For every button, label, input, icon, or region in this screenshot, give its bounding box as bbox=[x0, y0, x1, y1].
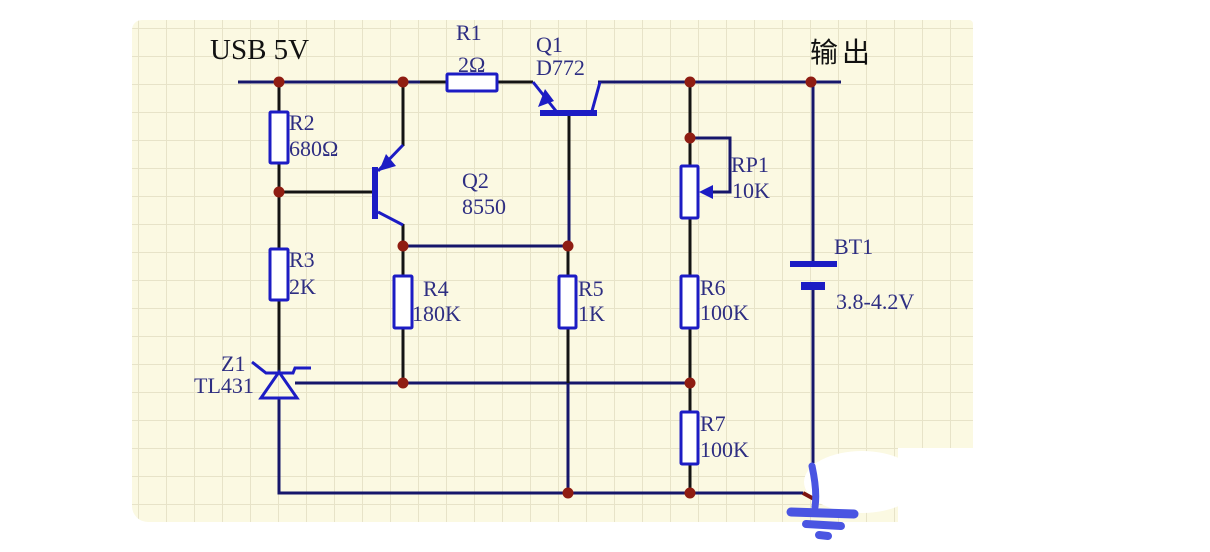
junction-dot bbox=[273, 76, 285, 88]
junction-dot bbox=[397, 377, 409, 389]
junction-dot bbox=[562, 240, 574, 252]
wire-rp1-wiper-loop bbox=[690, 136, 732, 194]
label-R1-value: 2Ω bbox=[458, 52, 486, 77]
junction-dot bbox=[805, 76, 817, 88]
ground-red-stub bbox=[802, 491, 815, 501]
label-R6-ref: R6 bbox=[700, 275, 726, 300]
white-patch bbox=[804, 448, 974, 523]
z1-triangle bbox=[258, 369, 300, 400]
label-R7-ref: R7 bbox=[700, 411, 726, 436]
wire-bottom-rail bbox=[277, 398, 803, 495]
resistor-R4-body bbox=[392, 274, 414, 330]
ground-dash bbox=[815, 531, 832, 540]
label-Q2-ref: Q2 bbox=[462, 168, 489, 193]
label-R4-ref: R4 bbox=[423, 276, 449, 301]
transistor-Q2-symbol bbox=[372, 143, 405, 227]
resistor-R3-body bbox=[268, 247, 290, 302]
junction-dot bbox=[684, 487, 696, 499]
resistor-R1-body bbox=[445, 72, 499, 93]
label-BT1-value: 3.8-4.2V bbox=[836, 289, 915, 314]
junction-dot bbox=[562, 487, 574, 499]
label-R5-value: 1K bbox=[578, 301, 605, 326]
label-Z1-ref: Z1 bbox=[221, 351, 246, 376]
label-R7-value: 100K bbox=[700, 437, 749, 462]
label-R2-value: 680Ω bbox=[289, 136, 339, 161]
ground-symbol bbox=[786, 462, 859, 540]
junction-dot bbox=[684, 76, 696, 88]
potentiometer-RP1-body bbox=[679, 164, 700, 220]
label-Q2-value: 8550 bbox=[462, 194, 506, 219]
junction-dot bbox=[397, 76, 409, 88]
ground-bar-short bbox=[802, 520, 845, 530]
label-Z1-value: TL431 bbox=[194, 373, 254, 398]
q1-collector-line bbox=[590, 81, 602, 112]
junction-dots bbox=[273, 76, 817, 499]
q2-collector-line bbox=[377, 210, 404, 227]
junction-dot bbox=[684, 132, 696, 144]
resistor-R2-body bbox=[268, 110, 290, 165]
q2-emitter-arrow-icon bbox=[379, 154, 396, 171]
net-label-output: 输出 bbox=[810, 38, 875, 69]
ground-stem bbox=[808, 462, 820, 511]
label-Q1-value: D772 bbox=[536, 55, 585, 80]
label-R3-value: 2K bbox=[289, 274, 316, 299]
label-Q1-ref: Q1 bbox=[536, 32, 563, 57]
label-R6-value: 100K bbox=[700, 300, 749, 325]
schematic-paper bbox=[132, 20, 973, 522]
battery-BT1-symbol bbox=[790, 261, 837, 290]
shunt-regulator-Z1-symbol bbox=[251, 360, 311, 400]
label-R5-ref: R5 bbox=[578, 276, 604, 301]
ground-bar-long bbox=[786, 507, 859, 519]
net-label-usb5v: USB 5V bbox=[210, 34, 310, 66]
z1-cathode-bar bbox=[251, 360, 311, 375]
component-symbols bbox=[251, 72, 837, 466]
junction-dot bbox=[273, 186, 285, 198]
label-BT1-ref: BT1 bbox=[834, 234, 874, 259]
label-R1-ref: R1 bbox=[456, 20, 482, 45]
q1-emitter-arrow-icon bbox=[538, 89, 554, 107]
junction-dot bbox=[397, 240, 409, 252]
resistor-R6-body bbox=[679, 274, 700, 330]
label-R4-value: 180K bbox=[412, 301, 461, 326]
resistor-R7-body bbox=[679, 410, 700, 466]
label-R2-ref: R2 bbox=[289, 110, 315, 135]
label-RP1-value: 10K bbox=[732, 178, 770, 203]
rp1-wiper-arrow-icon bbox=[699, 185, 713, 199]
transistor-Q1-symbol bbox=[531, 81, 602, 116]
wires bbox=[238, 80, 841, 495]
junction-dot bbox=[684, 377, 696, 389]
pin-stubs bbox=[277, 80, 692, 493]
resistor-R5-body bbox=[557, 274, 578, 330]
label-RP1-ref: RP1 bbox=[731, 152, 769, 177]
label-R3-ref: R3 bbox=[289, 247, 315, 272]
